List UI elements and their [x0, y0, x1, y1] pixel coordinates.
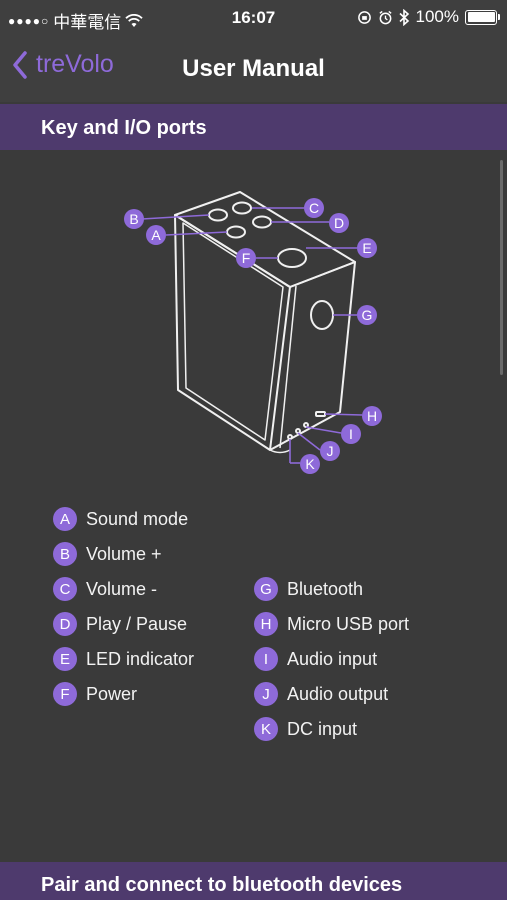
status-bar: ●●●●○ 中華電信 16:07 100%	[0, 0, 507, 36]
legend-item-audio-output: J Audio output	[254, 681, 388, 707]
section-title-pair-connect: Pair and connect to bluetooth devices	[41, 874, 403, 896]
svg-text:K: K	[305, 456, 315, 472]
svg-text:C: C	[309, 200, 319, 216]
rotation-lock-icon	[357, 10, 371, 24]
svg-text:I: I	[349, 426, 353, 442]
diagram-badge-g: G	[357, 305, 377, 325]
wifi-icon	[125, 13, 143, 27]
svg-text:J: J	[327, 443, 334, 459]
diagram-badge-i: I	[341, 424, 361, 444]
legend-badge: B	[53, 542, 77, 566]
status-time: 16:07	[231, 8, 276, 27]
svg-text:G: G	[362, 307, 373, 323]
legend-label: Power	[86, 683, 138, 704]
legend-badge: K	[254, 717, 278, 741]
svg-text:D: D	[334, 215, 344, 231]
battery-icon	[465, 9, 500, 25]
legend-item-bluetooth: G Bluetooth	[254, 576, 363, 602]
back-button[interactable]: treVolo	[12, 50, 114, 79]
legend-label: LED indicator	[86, 648, 195, 669]
legend-item-power: F Power	[53, 681, 137, 707]
carrier-name: 中華電信	[53, 13, 122, 32]
diagram-badge-j: J	[320, 441, 340, 461]
bluetooth-icon	[398, 8, 409, 26]
legend-item-volume-down: C Volume -	[53, 576, 157, 602]
status-left: ●●●●○ 中華電信	[8, 8, 143, 33]
legend-badge: D	[53, 612, 77, 636]
diagram-badge-f: F	[236, 248, 256, 268]
legend-badge: I	[254, 647, 278, 671]
legend-badge: C	[53, 577, 77, 601]
diagram-badge-e: E	[357, 238, 377, 258]
battery-fill	[467, 12, 495, 22]
navigation-bar: treVolo User Manual	[0, 36, 507, 102]
legend-item-dc-input: K DC input	[254, 716, 357, 742]
diagram-badge-h: H	[362, 406, 382, 426]
leader-lines	[141, 207, 363, 464]
diagram-badge-b: B	[124, 209, 144, 229]
scrollbar[interactable]	[500, 160, 503, 375]
legend-badge: G	[254, 577, 278, 601]
battery-percent: 100%	[415, 7, 459, 26]
svg-text:A: A	[151, 227, 161, 243]
page-title: User Manual	[182, 55, 325, 82]
section-title-key-io: Key and I/O ports	[41, 117, 207, 139]
legend-label: Audio input	[287, 648, 378, 669]
legend-item-micro-usb-port: H Micro USB port	[254, 611, 409, 637]
diagram-badges: A B C D E F G H I J K	[124, 198, 382, 474]
legend-label: Audio output	[287, 683, 389, 704]
legend-item-led-indicator: E LED indicator	[53, 646, 194, 672]
legend-label: Micro USB port	[287, 613, 410, 634]
legend-badge: H	[254, 612, 278, 636]
legend-badge: A	[53, 507, 77, 531]
legend-label: Volume +	[86, 543, 162, 564]
status-right: 100%	[357, 7, 500, 27]
speaker-diagram: A B C D E F G H I J K	[124, 191, 382, 474]
svg-text:E: E	[362, 240, 371, 256]
legend-badge: E	[53, 647, 77, 671]
legend-label: Play / Pause	[86, 613, 188, 634]
section-header-pair-connect[interactable]: Pair and connect to bluetooth devices	[0, 862, 507, 900]
svg-text:B: B	[129, 211, 138, 227]
back-button-label: treVolo	[36, 50, 114, 78]
section-header-key-io: Key and I/O ports	[0, 104, 507, 150]
chevron-left-icon	[13, 50, 27, 79]
legend-label: Volume -	[86, 578, 158, 599]
legend-badge: J	[254, 682, 278, 706]
legend-item-play-pause: D Play / Pause	[53, 611, 187, 637]
alarm-icon	[378, 10, 392, 24]
legend-label: Bluetooth	[287, 578, 364, 599]
legend-item-sound-mode: A Sound mode	[53, 506, 188, 532]
svg-text:H: H	[367, 408, 377, 424]
diagram-badge-c: C	[304, 198, 324, 218]
legend-label: Sound mode	[86, 508, 189, 529]
legend-item-volume-up: B Volume +	[53, 541, 162, 567]
diagram-badge-d: D	[329, 213, 349, 233]
svg-text:F: F	[242, 250, 251, 266]
diagram-badge-k: K	[300, 454, 320, 474]
signal-strength-icon: ●●●●○	[8, 13, 50, 28]
legend-item-audio-input: I Audio input	[254, 646, 377, 672]
legend-badge: F	[53, 682, 77, 706]
diagram-badge-a: A	[146, 225, 166, 245]
legend-label: DC input	[287, 718, 358, 739]
